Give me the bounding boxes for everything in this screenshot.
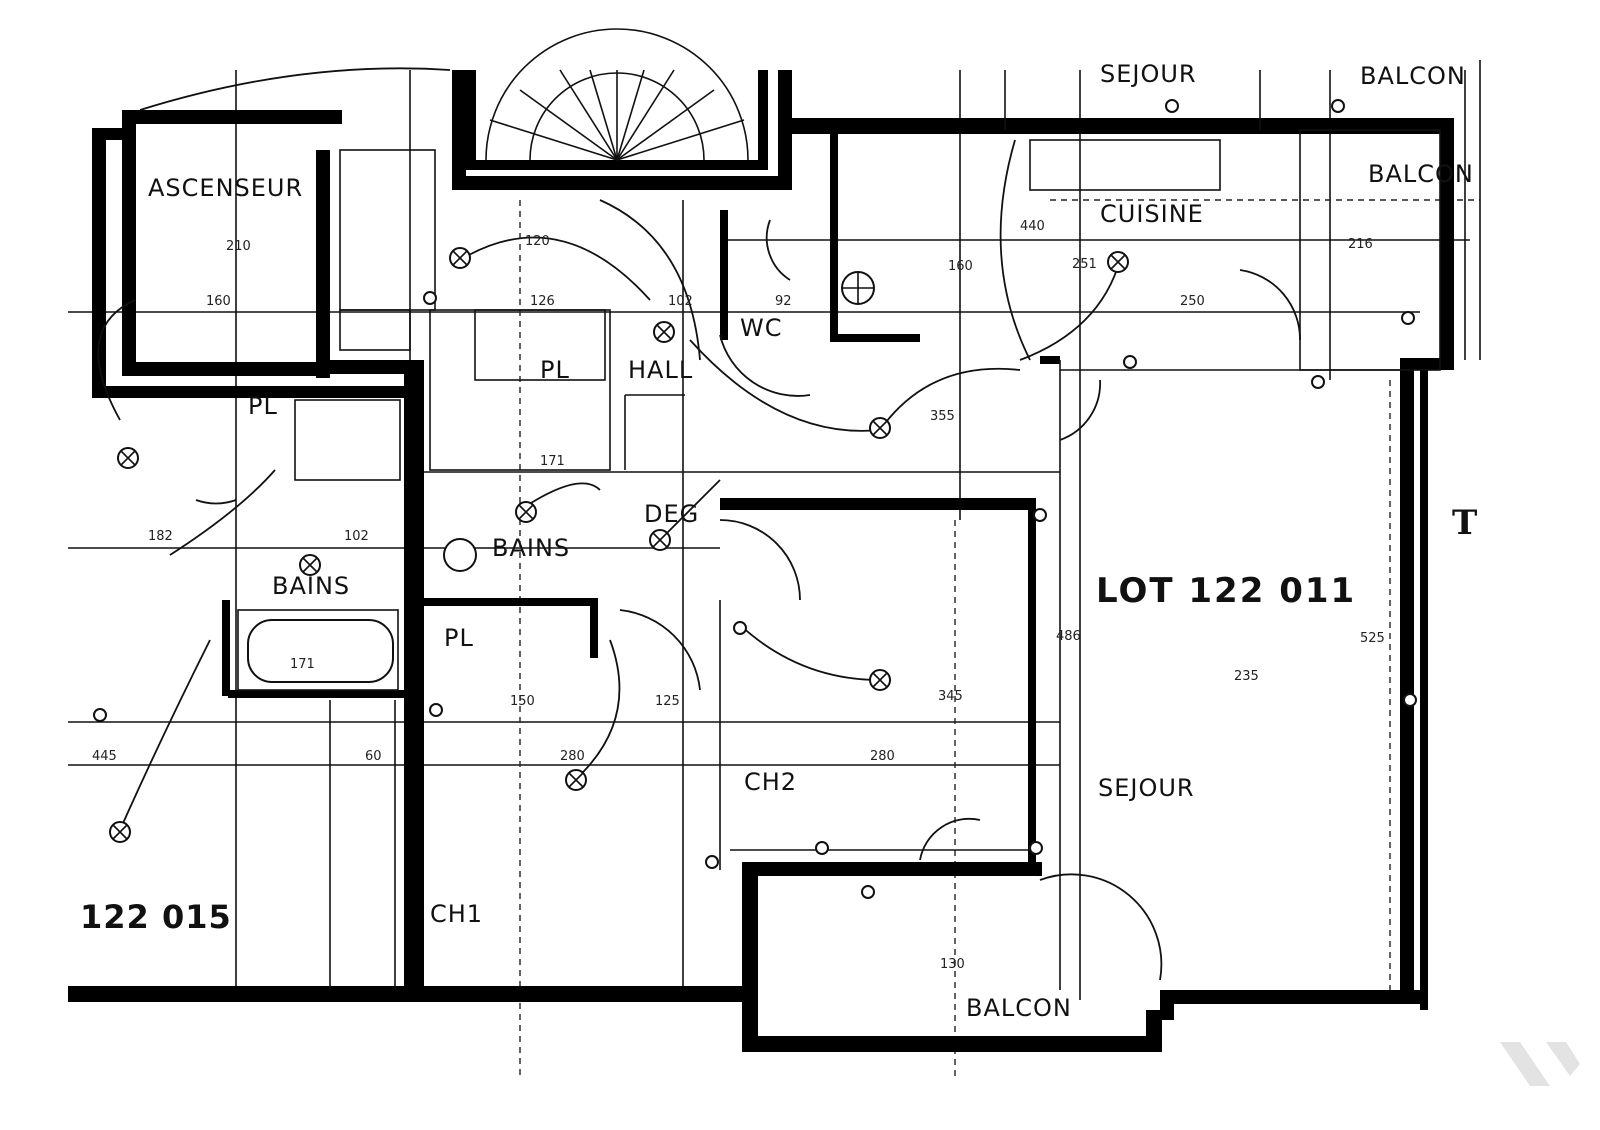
room-label-deg: DEG xyxy=(644,500,699,528)
dimension-label: 150 xyxy=(510,694,535,709)
walls xyxy=(68,70,1454,1052)
dimension-label: 250 xyxy=(1180,294,1205,309)
edge-letter: T xyxy=(1452,503,1479,543)
light-fixture-icon xyxy=(649,529,671,551)
outlets xyxy=(93,99,1417,899)
dimensions: 160 126 102 92 250 440 251 160 120 171 1… xyxy=(92,219,1385,972)
room-label-ascenseur: ASCENSEUR xyxy=(148,174,303,202)
partitions xyxy=(237,60,1481,990)
room-label-ch2: CH2 xyxy=(744,768,797,796)
room-label-ch1: CH1 xyxy=(430,900,483,928)
room-label-pl-3: PL xyxy=(444,624,474,652)
dimension-label: 60 xyxy=(365,749,382,764)
dimension-label: 210 xyxy=(226,239,251,254)
dimension-label: 102 xyxy=(344,529,369,544)
dimension-label: 130 xyxy=(940,957,965,972)
dimension-label: 280 xyxy=(560,749,585,764)
dimension-label: 486 xyxy=(1056,629,1081,644)
light-fixture-icon xyxy=(565,769,587,791)
light-fixture-icon xyxy=(109,821,131,843)
dimension-label: 160 xyxy=(206,294,231,309)
dimension-label: 182 xyxy=(148,529,173,544)
dimension-label: 171 xyxy=(540,454,565,469)
room-label-balcon-right: BALCON xyxy=(1368,160,1474,188)
dimension-label: 216 xyxy=(1348,237,1373,252)
room-label-balcon-top: BALCON xyxy=(1360,62,1466,90)
room-label-cuisine: CUISINE xyxy=(1100,200,1204,228)
dimension-label: 345 xyxy=(938,689,963,704)
room-label-hall: HALL xyxy=(628,356,693,384)
room-label-bains-center: BAINS xyxy=(492,534,570,562)
dimension-label: 120 xyxy=(525,234,550,249)
room-label-balcon-bottom: BALCON xyxy=(966,994,1072,1022)
room-label-sejour-top: SEJOUR xyxy=(1100,60,1197,88)
lot-number-neighbor: 122 015 xyxy=(80,898,232,936)
light-fixture-icon xyxy=(443,538,477,572)
room-label-pl-2: PL xyxy=(248,392,278,420)
dimension-label: 445 xyxy=(92,749,117,764)
spiral-staircase-icon xyxy=(485,28,749,161)
room-label-bains-left: BAINS xyxy=(272,572,350,600)
dimension-label: 251 xyxy=(1072,257,1097,272)
light-fixture-icon xyxy=(1107,251,1129,273)
light-fixture-icon xyxy=(299,554,321,576)
dimension-label: 525 xyxy=(1360,631,1385,646)
light-fixture-icon xyxy=(869,669,891,691)
light-fixture-icon xyxy=(869,417,891,439)
dimension-label: 355 xyxy=(930,409,955,424)
dimension-label: 235 xyxy=(1234,669,1259,684)
light-fixture-icon xyxy=(117,447,139,469)
dimension-label: 171 xyxy=(290,657,315,672)
dimension-label: 102 xyxy=(668,294,693,309)
light-fixtures xyxy=(109,247,1129,843)
room-labels: ASCENSEUR CUISINE SEJOUR BALCON BALCON H… xyxy=(80,60,1479,1022)
dimension-label: 280 xyxy=(870,749,895,764)
dimension-label: 126 xyxy=(530,294,555,309)
dimension-label: 125 xyxy=(655,694,680,709)
dimension-label: 440 xyxy=(1020,219,1045,234)
watermark-icon xyxy=(1500,1042,1580,1086)
door-swings xyxy=(97,67,1301,981)
dimension-label: 160 xyxy=(948,259,973,274)
room-label-pl-1: PL xyxy=(540,356,570,384)
room-label-sejour: SEJOUR xyxy=(1098,774,1195,802)
light-fixture-icon xyxy=(515,501,537,523)
room-label-wc: WC xyxy=(740,314,783,342)
light-fixture-icon xyxy=(449,247,471,269)
dimension-label: 92 xyxy=(775,294,792,309)
light-fixture-icon xyxy=(653,321,675,343)
light-fixture-icon xyxy=(841,271,875,305)
lot-number-main: LOT 122 011 xyxy=(1096,571,1356,611)
